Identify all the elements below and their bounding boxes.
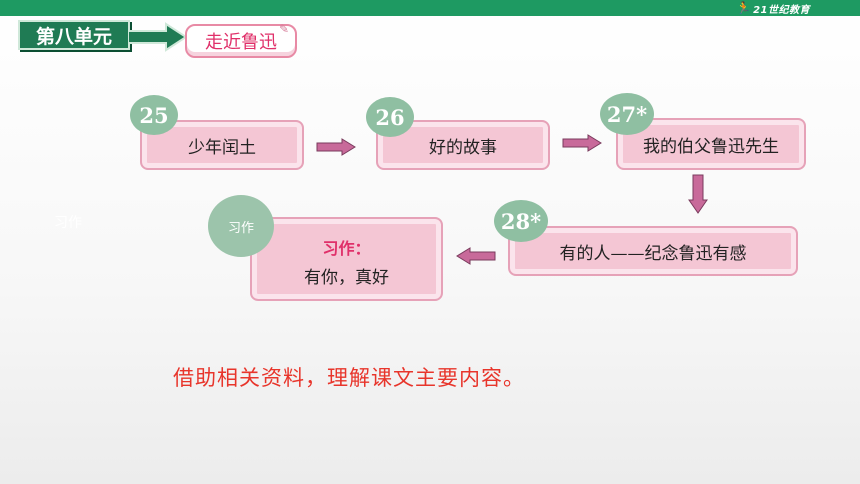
lesson-number-badge: 25	[130, 95, 178, 135]
arrow-right-icon	[316, 138, 356, 156]
top-bar: 🏃 21世纪教育	[0, 0, 860, 16]
brand-text: 21世纪教育	[753, 4, 810, 16]
summary-text: 借助相关资料，理解课文主要内容。	[173, 366, 525, 390]
lesson-number-badge: 27*	[600, 93, 654, 135]
side-label: 习作	[54, 215, 82, 231]
pin-icon: ✎	[278, 22, 289, 36]
lesson-title: 少年闰土	[188, 137, 256, 158]
arrow-down-icon	[688, 174, 708, 214]
runner-icon: 🏃	[736, 1, 752, 15]
lesson-title: 好的故事	[429, 137, 497, 158]
writing-box: 习作： 有你，真好	[250, 217, 443, 301]
writing-heading: 习作：	[322, 239, 371, 258]
topic-tag: 走近鲁迅 ✎	[185, 22, 297, 58]
lesson-number-badge: 26	[366, 97, 414, 137]
lesson-number-badge: 28*	[494, 200, 548, 242]
topic-label: 走近鲁迅	[205, 32, 277, 53]
unit-arrow-icon	[128, 22, 188, 52]
lesson-box-25: 少年闰土	[140, 120, 304, 170]
lesson-title: 有的人——纪念鲁迅有感	[559, 243, 747, 264]
lesson-title: 我的伯父鲁迅先生	[643, 136, 779, 157]
writing-badge: 习作	[208, 195, 274, 257]
arrow-left-icon	[456, 247, 496, 265]
brand-logo: 🏃 21世纪教育	[736, 1, 810, 16]
arrow-right-icon	[562, 134, 602, 152]
lesson-box-28: 有的人——纪念鲁迅有感	[508, 226, 798, 276]
unit-title: 第八单元	[18, 20, 130, 50]
writing-title: 有你，真好	[304, 268, 389, 288]
